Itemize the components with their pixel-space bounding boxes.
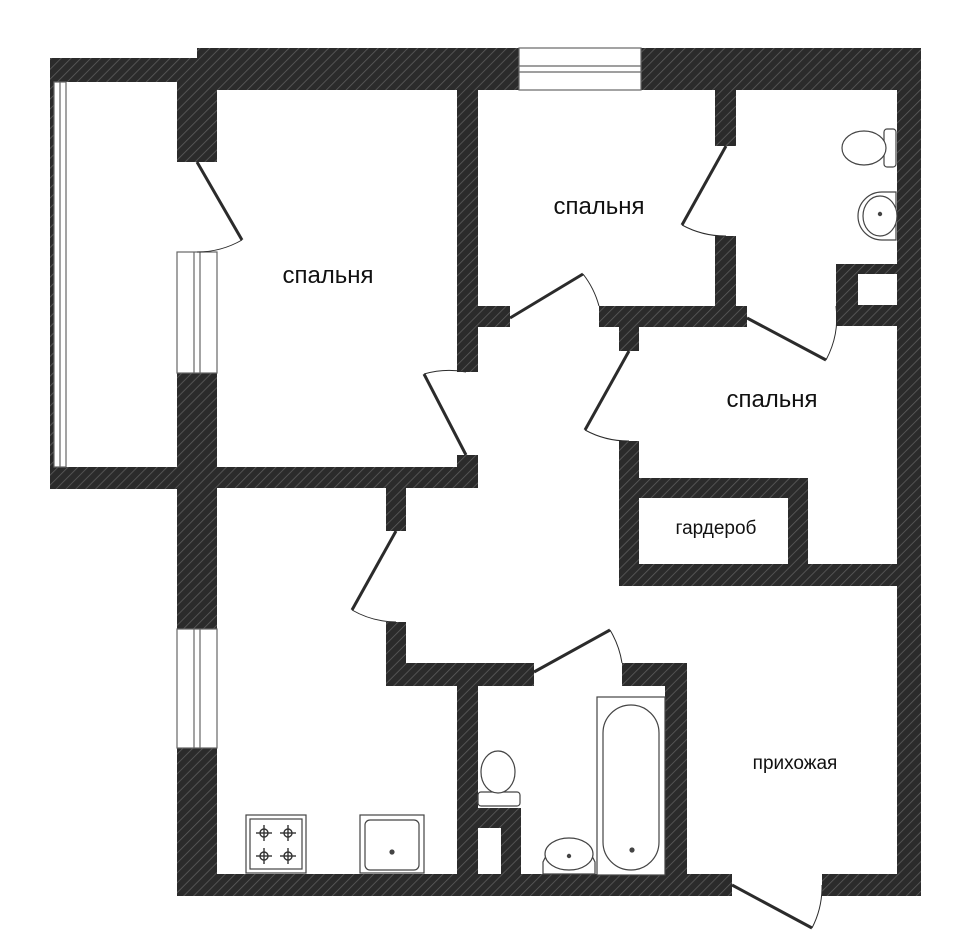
wall-bedrooms-divider-2 xyxy=(457,455,478,488)
wall-wc-bottom-a xyxy=(836,264,898,274)
wall-wc-left-top xyxy=(715,82,736,146)
wall-balcony-bottom xyxy=(50,467,200,489)
wall-rightbed-stub xyxy=(619,306,639,351)
wall-wc-bottom-c xyxy=(836,305,898,326)
window-top xyxy=(518,47,642,91)
wall-bottom-right xyxy=(822,874,921,896)
wall-bath-left xyxy=(457,686,478,876)
door-kitchen xyxy=(350,530,398,623)
sink-bath xyxy=(542,837,596,875)
door-bathroom xyxy=(533,628,623,674)
wall-rightbed-left xyxy=(619,441,639,586)
doors xyxy=(195,145,838,930)
door-wc-lower xyxy=(746,305,838,362)
door-top-bedroom xyxy=(509,272,600,320)
wall-topbed-bottom-left xyxy=(478,306,510,327)
sink-wc xyxy=(857,191,898,241)
toilet-bath xyxy=(477,750,521,807)
door-entrance xyxy=(731,883,823,930)
wall-kitchen-stub xyxy=(386,488,406,531)
door-right-bedroom xyxy=(583,350,631,442)
wall-top-right xyxy=(641,48,921,90)
wall-left-3 xyxy=(177,748,217,896)
stove xyxy=(245,814,307,874)
kitchen-sink xyxy=(359,814,425,874)
room-label-bedroom-left: спальня xyxy=(282,262,374,289)
wall-bedrooms-divider-1 xyxy=(457,82,478,372)
wall-bath-right xyxy=(665,663,687,877)
bathtub xyxy=(596,696,666,876)
window-balcony xyxy=(53,81,67,468)
room-label-wardrobe: гардероб xyxy=(675,518,757,539)
wall-balcony-top xyxy=(50,58,200,82)
windows xyxy=(53,47,642,749)
door-wc xyxy=(680,145,728,237)
wall-left-1 xyxy=(177,82,217,162)
door-left-bedroom xyxy=(422,369,468,456)
window-kitchen xyxy=(176,628,218,749)
toilet-wc xyxy=(841,128,897,168)
door-balcony xyxy=(195,161,244,253)
room-label-bedroom-right: спальня xyxy=(726,386,818,413)
wall-wardrobe-top xyxy=(619,478,808,498)
wall-wardrobe-right xyxy=(788,478,808,586)
room-label-hallway: прихожая xyxy=(752,753,838,774)
wall-mid-horizontal xyxy=(197,467,478,488)
wall-left-2 xyxy=(177,373,217,629)
wall-right xyxy=(897,48,921,896)
room-label-bedroom-top: спальня xyxy=(553,193,645,220)
walls xyxy=(50,48,921,896)
wall-bath-top-left xyxy=(386,663,534,686)
window-left-bedroom xyxy=(176,251,218,374)
wall-wc-left-bottom xyxy=(715,236,736,327)
wall-bottom-left xyxy=(177,874,732,896)
wall-wardrobe-bottom xyxy=(619,564,898,586)
fixtures xyxy=(245,128,898,876)
wall-shaft-right xyxy=(501,808,521,876)
